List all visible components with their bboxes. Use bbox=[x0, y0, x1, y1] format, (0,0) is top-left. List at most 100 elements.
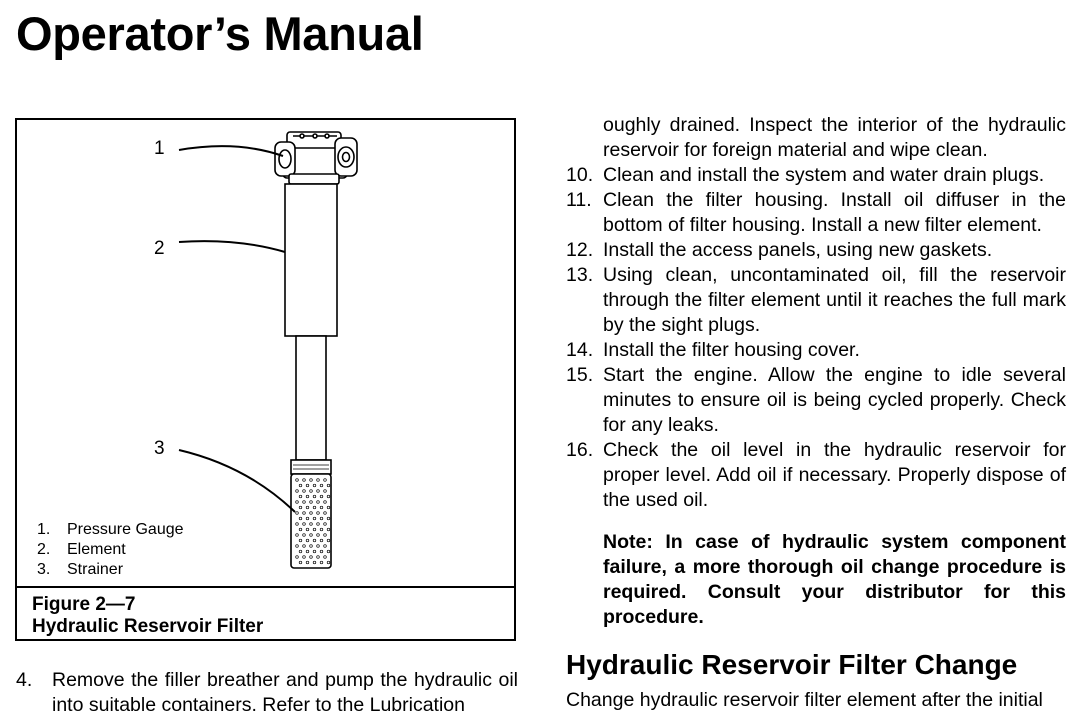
strainer-mesh-hole bbox=[312, 516, 317, 521]
strainer-mesh-hole bbox=[319, 538, 324, 543]
strainer-mesh-hole bbox=[316, 555, 320, 559]
strainer-mesh-hole bbox=[302, 511, 306, 515]
strainer-mesh-hole bbox=[312, 505, 317, 510]
strainer-mesh-hole bbox=[316, 489, 320, 493]
leader-line-2 bbox=[178, 240, 286, 253]
strainer-mesh-hole bbox=[316, 478, 320, 482]
strainer-mesh-hole bbox=[295, 522, 299, 526]
step-11: 11.Clean the filter housing. Install oil… bbox=[566, 189, 1066, 236]
step-number: 4. bbox=[16, 669, 33, 691]
figure-caption: Figure 2—7 Hydraulic Reservoir Filter bbox=[17, 586, 514, 639]
legend-item: 1.Pressure Gauge bbox=[37, 521, 184, 538]
strainer-mesh-hole bbox=[305, 560, 310, 565]
legend-item: 3.Strainer bbox=[37, 561, 124, 578]
section-text: Change hydraulic reservoir filter elemen… bbox=[566, 689, 1043, 711]
strainer-mesh-hole bbox=[319, 516, 324, 521]
strainer-mesh-hole bbox=[319, 494, 324, 499]
strainer-mesh-hole bbox=[298, 516, 303, 521]
step-14: 14.Install the filter housing cover. bbox=[566, 339, 860, 361]
leader-line-1 bbox=[178, 145, 284, 157]
strainer-mesh-hole bbox=[302, 555, 306, 559]
pressure-gauge-head bbox=[274, 131, 358, 185]
strainer-mesh-hole bbox=[326, 560, 331, 565]
strainer-mesh-hole bbox=[302, 489, 306, 493]
strainer-mesh-hole bbox=[295, 489, 299, 493]
strainer-mesh-hole bbox=[302, 544, 306, 548]
strainer-mesh-hole bbox=[312, 527, 317, 532]
strainer-mesh-hole bbox=[305, 483, 310, 488]
strainer-mesh-hole bbox=[309, 478, 313, 482]
strainer-mesh-hole bbox=[326, 527, 331, 532]
strainer-mesh-hole bbox=[323, 544, 327, 548]
right-column: oughly drained. Inspect the interior of … bbox=[566, 113, 1066, 713]
callout-3: 3 bbox=[154, 438, 165, 459]
strainer-mesh-hole bbox=[323, 489, 327, 493]
center-rod bbox=[295, 335, 327, 461]
strainer-mesh-hole bbox=[309, 500, 313, 504]
strainer-mesh-hole bbox=[295, 544, 299, 548]
strainer-mesh-hole bbox=[326, 494, 331, 499]
strainer-mesh-hole bbox=[323, 511, 327, 515]
strainer-mesh-hole bbox=[319, 505, 324, 510]
strainer-mesh-hole bbox=[316, 511, 320, 515]
strainer-mesh-hole bbox=[309, 544, 313, 548]
callout-1: 1 bbox=[154, 138, 165, 159]
strainer-mesh-hole bbox=[295, 500, 299, 504]
strainer-mesh-hole bbox=[302, 522, 306, 526]
strainer-mesh-hole bbox=[326, 505, 331, 510]
strainer-mesh-hole bbox=[312, 538, 317, 543]
strainer-mesh-hole bbox=[312, 560, 317, 565]
strainer-mesh-hole bbox=[295, 533, 299, 537]
step-16: 16.Check the oil level in the hydraulic … bbox=[566, 439, 1066, 511]
strainer-mesh-hole bbox=[309, 522, 313, 526]
strainer-mesh-hole bbox=[316, 544, 320, 548]
strainer-mesh-hole bbox=[295, 555, 299, 559]
strainer-mesh-hole bbox=[298, 483, 303, 488]
strainer-mesh-hole bbox=[323, 522, 327, 526]
strainer-mesh-hole bbox=[305, 516, 310, 521]
step-10: 10.Clean and install the system and wate… bbox=[566, 164, 1045, 186]
callout-2: 2 bbox=[154, 238, 165, 259]
strainer-mesh-hole bbox=[326, 483, 331, 488]
strainer-mesh-hole bbox=[323, 533, 327, 537]
strainer-mesh-hole bbox=[323, 478, 327, 482]
strainer-mesh-hole bbox=[302, 533, 306, 537]
step-4: 4. Remove the filler breather and pump t… bbox=[16, 668, 518, 718]
strainer-mesh-hole bbox=[305, 538, 310, 543]
strainer-mesh-hole bbox=[319, 560, 324, 565]
continued-text: oughly drained. Inspect the interior of … bbox=[603, 114, 1066, 161]
strainer-mesh-hole bbox=[298, 549, 303, 554]
strainer-mesh-hole bbox=[295, 511, 299, 515]
figure-number: Figure 2—7 bbox=[32, 594, 136, 615]
legend-item: 2.Element bbox=[37, 541, 126, 558]
strainer-mesh-hole bbox=[312, 494, 317, 499]
step-15: 15.Start the engine. Allow the engine to… bbox=[566, 364, 1066, 436]
strainer-mesh-hole bbox=[295, 478, 299, 482]
strainer-mesh-hole bbox=[312, 549, 317, 554]
strainer-mesh-hole bbox=[316, 522, 320, 526]
figure-hydraulic-reservoir-filter: 1 2 3 1.Pressure Gauge 2.Element 3.Strai… bbox=[15, 118, 516, 641]
strainer-mesh-hole bbox=[305, 527, 310, 532]
strainer-mesh-hole bbox=[319, 527, 324, 532]
note: Note: In case of hydraulic system compon… bbox=[603, 531, 1066, 628]
element-tube bbox=[284, 183, 338, 337]
strainer-mesh-hole bbox=[316, 500, 320, 504]
strainer-mesh-hole bbox=[298, 527, 303, 532]
step-13: 13.Using clean, uncontaminated oil, fill… bbox=[566, 264, 1066, 336]
strainer-mesh-hole bbox=[326, 538, 331, 543]
strainer-mesh-hole bbox=[319, 483, 324, 488]
strainer-mesh-hole bbox=[302, 500, 306, 504]
strainer-mesh-hole bbox=[316, 533, 320, 537]
strainer-mesh-hole bbox=[305, 505, 310, 510]
filter-illustration bbox=[178, 131, 358, 569]
figure-legend: 1.Pressure Gauge 2.Element 3.Strainer bbox=[37, 520, 184, 580]
figure-title: Hydraulic Reservoir Filter bbox=[32, 616, 264, 637]
step-text: Remove the filler breather and pump the … bbox=[52, 669, 518, 716]
section-title: Hydraulic Reservoir Filter Change bbox=[566, 649, 1018, 680]
strainer-mesh-hole bbox=[319, 549, 324, 554]
leader-line-3 bbox=[178, 449, 296, 513]
strainer-mesh-hole bbox=[326, 549, 331, 554]
strainer-mesh-hole bbox=[298, 538, 303, 543]
strainer-mesh-hole bbox=[323, 555, 327, 559]
step-12: 12.Install the access panels, using new … bbox=[566, 239, 993, 261]
